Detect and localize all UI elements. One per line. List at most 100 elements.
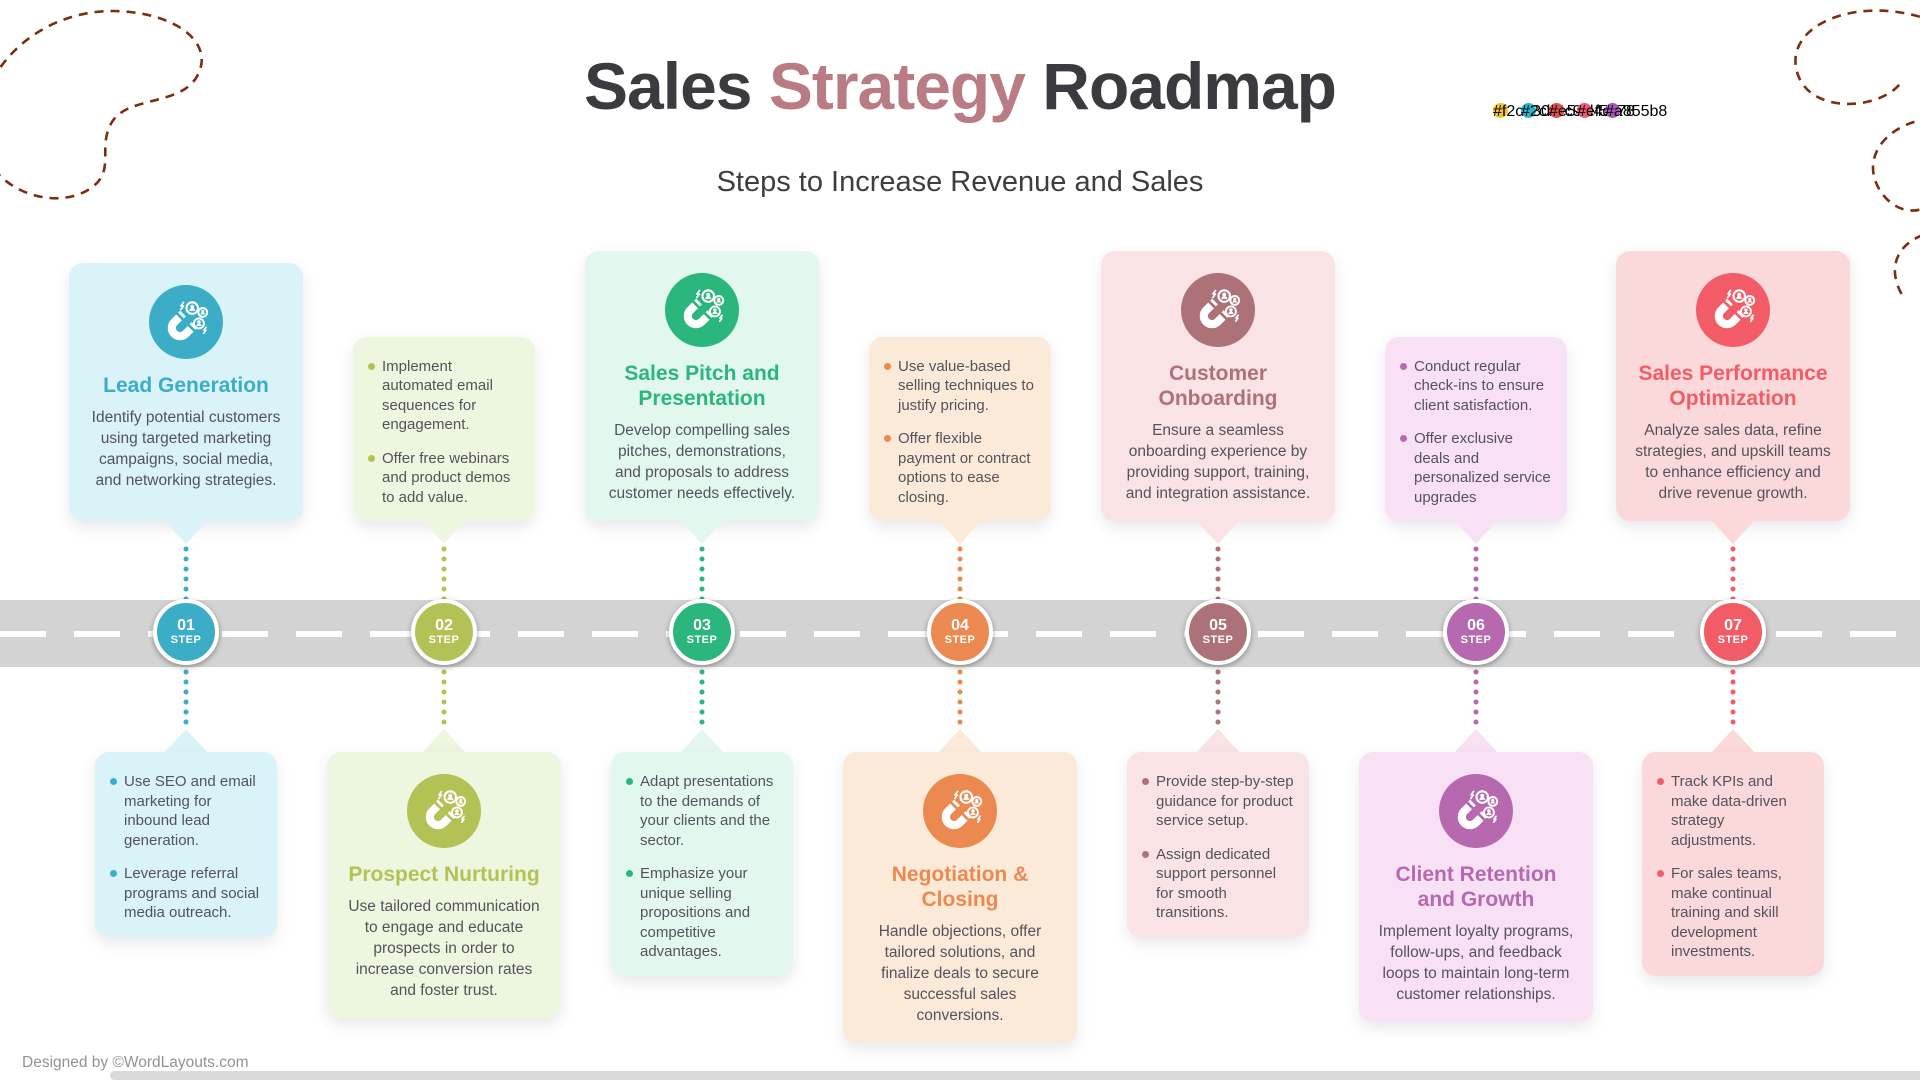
step-label: STEP bbox=[686, 633, 718, 646]
card-tail bbox=[680, 729, 724, 753]
step-label: STEP bbox=[428, 633, 460, 646]
step-description: Handle objections, offer tailored soluti… bbox=[878, 923, 1042, 1025]
step-bullets-card: Track KPIs and make data-driven strategy… bbox=[1642, 752, 1824, 976]
dotted-connector bbox=[1215, 667, 1221, 729]
card-tail bbox=[164, 729, 208, 753]
step-number: 05 bbox=[1209, 616, 1227, 634]
dotted-connector bbox=[1473, 544, 1479, 600]
step-number: 03 bbox=[693, 616, 711, 634]
bullet-item: For sales teams, make continual training… bbox=[1657, 864, 1809, 962]
step-title: Negotiation & Closing bbox=[891, 863, 1029, 912]
accent-dots: #f2c230#2cb4c9#e54d4d#ef5a78#a855b8 bbox=[1493, 103, 1668, 120]
step-03-main-column: Sales Pitch and Presentation Develop com… bbox=[585, 250, 819, 600]
card-tail bbox=[680, 520, 724, 544]
title-part: Roadmap bbox=[1042, 49, 1337, 123]
page-title: Sales Strategy Roadmap bbox=[0, 48, 1920, 124]
bullet-item: Track KPIs and make data-driven strategy… bbox=[1657, 772, 1809, 850]
card-tail bbox=[1196, 729, 1240, 753]
step-02-bullets-column: Implement automated email sequences for … bbox=[353, 336, 535, 600]
magnet-attracting-customers-icon bbox=[1439, 774, 1513, 848]
step-number: 01 bbox=[177, 616, 195, 634]
step-main-card: Lead Generation Identify potential custo… bbox=[69, 263, 303, 521]
step-marker: 05 STEP bbox=[1185, 599, 1251, 665]
step-bullets-card: Implement automated email sequences for … bbox=[353, 336, 535, 521]
step-04-main-column: Negotiation & Closing Handle objections,… bbox=[843, 667, 1077, 1043]
step-title: Sales Pitch and Presentation bbox=[624, 361, 780, 411]
bullet-list: Track KPIs and make data-driven strategy… bbox=[1657, 772, 1809, 962]
card-tail bbox=[1711, 520, 1755, 544]
step-bullets-card: Provide step-by-step guidance for produc… bbox=[1127, 752, 1309, 937]
dotted-connector bbox=[957, 544, 963, 600]
title-highlight: Strategy bbox=[768, 49, 1026, 123]
step-title: Sales Performance Optimization bbox=[1638, 361, 1828, 411]
bullet-list: Implement automated email sequences for … bbox=[368, 357, 520, 508]
accent-dot: #a855b8 bbox=[1605, 103, 1668, 120]
magnet-attracting-customers-icon bbox=[665, 272, 739, 347]
step-main-card: Sales Performance Optimization Analyze s… bbox=[1616, 250, 1850, 521]
card-tail bbox=[1454, 729, 1498, 753]
bullet-item: Conduct regular check-ins to ensure clie… bbox=[1400, 357, 1552, 416]
step-04-bullets-column: Use value-based selling techniques to ju… bbox=[869, 336, 1051, 600]
bottom-bar-decoration bbox=[110, 1071, 1920, 1080]
step-label: STEP bbox=[1717, 633, 1749, 646]
step-title: Customer Onboarding bbox=[1158, 361, 1278, 411]
step-01-main-column: Lead Generation Identify potential custo… bbox=[69, 263, 303, 600]
step-number: 06 bbox=[1467, 616, 1485, 634]
bullet-list: Use value-based selling techniques to ju… bbox=[884, 357, 1036, 508]
page-subtitle: Steps to Increase Revenue and Sales bbox=[716, 166, 1204, 198]
accent-dot: #f2c230 bbox=[1493, 103, 1550, 120]
bullet-item: Implement automated email sequences for … bbox=[368, 357, 520, 435]
step-06-main-column: Client Retention and Growth Implement lo… bbox=[1359, 667, 1593, 1023]
dotted-connector bbox=[441, 667, 447, 729]
dotted-connector bbox=[1730, 667, 1736, 729]
step-main-card: Customer Onboarding Ensure a seamless on… bbox=[1101, 250, 1335, 521]
step-07-bullets-column: Track KPIs and make data-driven strategy… bbox=[1642, 667, 1824, 976]
bullet-item: Offer flexible payment or contract optio… bbox=[884, 429, 1036, 507]
step-main-card: Prospect Nurturing Use tailored communic… bbox=[327, 752, 561, 1018]
step-description: Analyze sales data, refine strategies, a… bbox=[1635, 422, 1831, 503]
step-title: Client Retention and Growth bbox=[1395, 863, 1557, 912]
accent-dot: #2cb4c9 bbox=[1521, 103, 1582, 120]
accent-dot: #ef5a78 bbox=[1577, 103, 1635, 120]
dotted-connector bbox=[183, 667, 189, 729]
step-main-card: Negotiation & Closing Handle objections,… bbox=[843, 752, 1077, 1043]
step-label: STEP bbox=[1202, 633, 1234, 646]
step-number: 07 bbox=[1724, 616, 1742, 634]
dotted-connector bbox=[441, 544, 447, 600]
title-part: Sales bbox=[584, 49, 752, 123]
card-tail bbox=[164, 520, 208, 544]
step-bullets-card: Adapt presentations to the demands of yo… bbox=[611, 752, 793, 976]
step-marker: 06 STEP bbox=[1443, 599, 1509, 665]
step-number: 04 bbox=[951, 616, 969, 634]
step-title: Lead Generation bbox=[103, 374, 269, 397]
step-label: STEP bbox=[170, 633, 202, 646]
step-number: 02 bbox=[435, 616, 453, 634]
credit-text: Designed by ©WordLayouts.com bbox=[22, 1054, 249, 1071]
magnet-attracting-customers-icon bbox=[1181, 272, 1255, 347]
dotted-connector bbox=[183, 544, 189, 600]
bullet-item: Emphasize your unique selling propositio… bbox=[626, 864, 778, 962]
bullet-list: Adapt presentations to the demands of yo… bbox=[626, 772, 778, 962]
step-marker: 04 STEP bbox=[927, 599, 993, 665]
step-main-card: Sales Pitch and Presentation Develop com… bbox=[585, 250, 819, 521]
step-marker: 07 STEP bbox=[1700, 599, 1766, 665]
card-tail bbox=[422, 520, 466, 544]
corner-squiggle-decoration bbox=[0, 9, 203, 200]
bullet-list: Provide step-by-step guidance for produc… bbox=[1142, 772, 1294, 923]
bullet-item: Use value-based selling techniques to ju… bbox=[884, 357, 1036, 416]
step-description: Ensure a seamless onboarding experience … bbox=[1125, 422, 1311, 503]
bullet-item: Use SEO and email marketing for inbound … bbox=[110, 772, 262, 850]
dotted-connector bbox=[1473, 667, 1479, 729]
card-tail bbox=[422, 729, 466, 753]
magnet-attracting-customers-icon bbox=[1696, 272, 1770, 347]
dotted-connector bbox=[957, 667, 963, 729]
dotted-connector bbox=[1730, 544, 1736, 600]
card-tail bbox=[1454, 520, 1498, 544]
step-02-main-column: Prospect Nurturing Use tailored communic… bbox=[327, 667, 561, 1018]
step-05-bullets-column: Provide step-by-step guidance for produc… bbox=[1127, 667, 1309, 937]
step-marker: 03 STEP bbox=[669, 599, 735, 665]
step-description: Identify potential customers using targe… bbox=[91, 409, 281, 489]
bullet-list: Use SEO and email marketing for inbound … bbox=[110, 772, 262, 923]
magnet-attracting-customers-icon bbox=[407, 774, 481, 848]
